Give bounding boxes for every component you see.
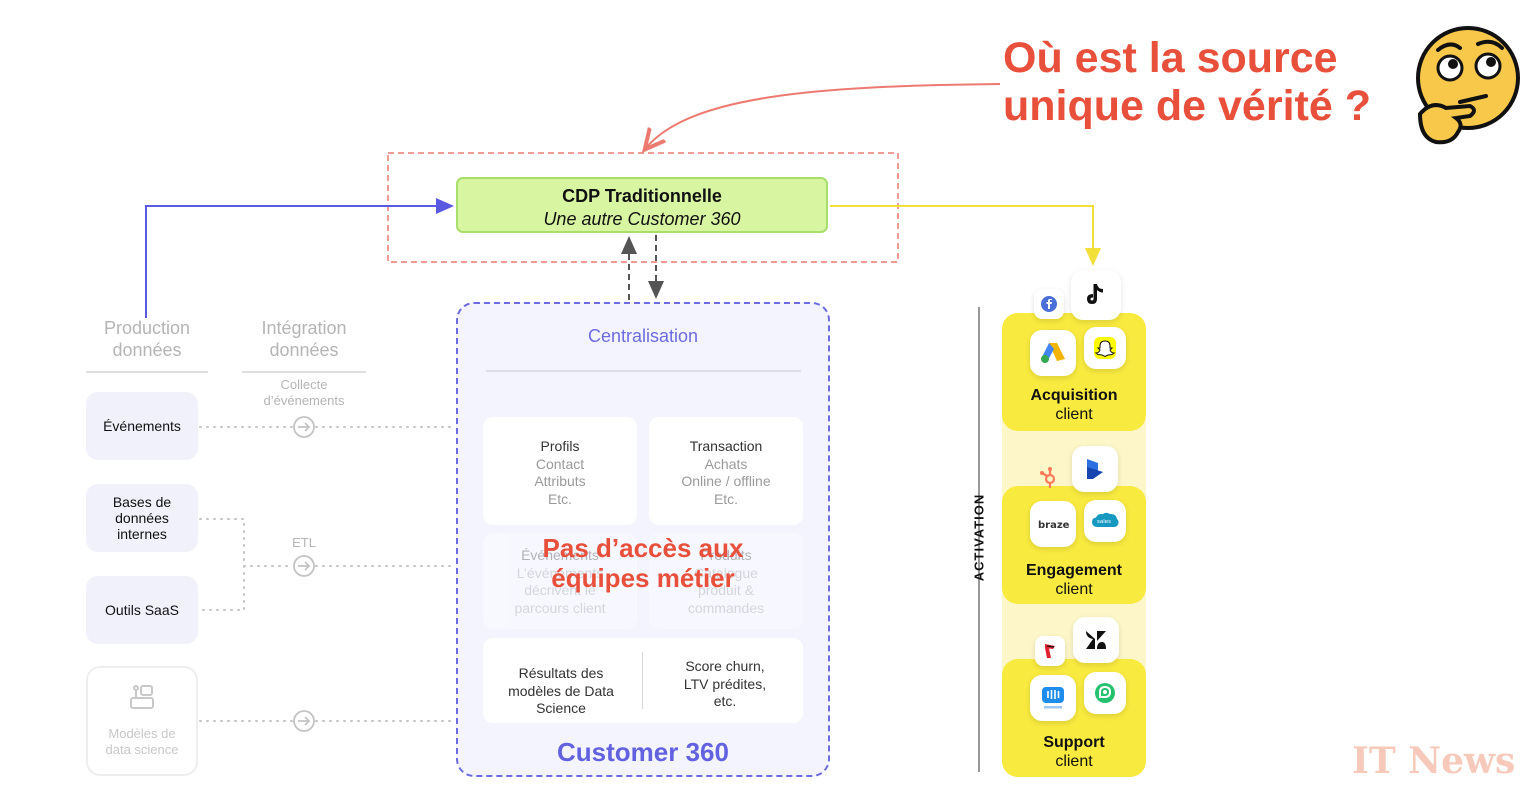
production-header: Production données <box>86 317 208 361</box>
production-header-line-1: Production <box>103 318 191 338</box>
thinking-face-icon <box>1416 26 1520 145</box>
models-arrow-icon <box>293 710 315 732</box>
braze-icon: braze <box>1030 501 1076 547</box>
question-line-2: unique de vérité ? <box>1003 82 1371 130</box>
engagement-line-1: Engagement <box>1025 562 1122 579</box>
source-bases-line-3: internes <box>117 526 167 542</box>
cdp-title: CDP Traditionnelle <box>562 186 722 206</box>
evenements-card-line-3: parcours client <box>514 599 606 616</box>
salesforce-icon: sales <box>1084 500 1126 542</box>
evenements-card-title: Événements <box>521 547 599 563</box>
scores-text: Score churn, LTV prédites, etc. <box>647 658 803 711</box>
profils-line-3: Etc. <box>547 490 573 507</box>
card-produits: Produits Catalogue produit & commandes <box>649 533 803 629</box>
produits-card-line-2: produit & <box>697 582 755 598</box>
etl-arrow-icon <box>293 555 315 577</box>
question-line-1: Où est la source <box>1003 34 1338 82</box>
source-outils-label: Outils SaaS <box>105 602 179 618</box>
integration-header-line-1: Intégration <box>261 318 347 338</box>
source-outils-saas: Outils SaaS <box>86 576 198 644</box>
question-arrow <box>646 83 1001 148</box>
produits-card-line-3: commandes <box>687 599 765 616</box>
profils-line-1: Contact <box>535 455 585 472</box>
svg-text:braze: braze <box>1038 520 1069 531</box>
source-evenements: Événements <box>86 392 198 460</box>
acquisition-block: Acquisition client <box>1002 313 1146 431</box>
activation-label: ACTIVATION <box>971 493 987 582</box>
source-modeles-line-1: Modèles de <box>108 726 176 741</box>
transaction-line-2: Online / offline <box>681 473 771 489</box>
source-evenements-label: Événements <box>103 418 181 434</box>
zendesk-icon <box>1073 617 1119 663</box>
dynamics-icon <box>1072 446 1118 492</box>
integration-header: Intégration données <box>242 317 366 361</box>
models-icon <box>130 685 154 709</box>
tiktok-icon <box>1071 270 1121 320</box>
it-news-watermark: IT News <box>1352 740 1516 782</box>
card-transaction: Transaction Achats Online / offline Etc. <box>649 417 803 525</box>
integration-header-line-2: données <box>269 340 339 360</box>
resultats-line-1: Résultats des <box>518 665 604 681</box>
support-line-2: client <box>1055 753 1093 770</box>
profils-line-2: Attributs <box>534 473 586 489</box>
engagement-block: Engagement client <box>1002 486 1146 604</box>
collecte-label: Collecte d’événements <box>242 377 366 409</box>
facebook-icon <box>1034 289 1064 319</box>
flywheel-icon <box>1035 636 1065 666</box>
freshdesk-icon <box>1084 672 1126 714</box>
profils-title: Profils <box>540 438 580 454</box>
card-divider <box>642 652 643 709</box>
scores-line-2: LTV prédites, <box>683 675 767 692</box>
collecte-line-2: d’événements <box>263 393 345 408</box>
resultats-line-2: modèles de Data <box>508 682 614 699</box>
transaction-title: Transaction <box>689 438 763 454</box>
scores-line-3: etc. <box>713 693 737 709</box>
card-profils: Profils Contact Attributs Etc. <box>483 417 637 525</box>
production-to-cdp-arrow <box>145 198 454 318</box>
transaction-line-1: Achats <box>704 455 748 472</box>
activation-label-wrap: ACTIVATION <box>964 470 994 610</box>
scores-line-1: Score churn, <box>685 658 765 674</box>
production-header-line-2: données <box>112 340 182 360</box>
support-line-1: Support <box>1043 734 1105 751</box>
resultats-line-3: Science <box>536 700 586 716</box>
engagement-line-2: client <box>1055 581 1093 598</box>
produits-card-title: Produits <box>700 547 752 563</box>
cdp-subtitle: Une autre Customer 360 <box>543 209 741 229</box>
source-bases-donnees: Bases de données internes <box>86 484 198 552</box>
snapchat-icon <box>1084 327 1126 369</box>
intercom-icon <box>1030 675 1076 721</box>
source-bases-line-1: Bases de <box>112 494 172 510</box>
produits-card-line-1: Catalogue <box>694 564 758 581</box>
cdp-highlight-box <box>387 152 899 263</box>
acquisition-line-1: Acquisition <box>1030 387 1118 404</box>
centralisation-divider <box>486 370 801 372</box>
card-resultats-scores: Résultats des modèles de Data Science Sc… <box>483 638 803 723</box>
question-title: Où est la source unique de vérité ? <box>1003 34 1371 130</box>
source-modeles-line-2: data science <box>105 742 179 757</box>
customer-360-title: Customer 360 <box>557 737 729 767</box>
source-modeles-data-science: Modèles de data science <box>86 666 198 776</box>
collecte-line-1: Collecte <box>280 377 328 392</box>
evenements-card-line-1: L’événements <box>516 564 604 581</box>
svg-text:sales: sales <box>1097 519 1111 525</box>
cdp-to-activation-arrow <box>830 205 1101 266</box>
warning-line-1: Pas d’accès aux <box>542 533 744 563</box>
resultats-text: Résultats des modèles de Data Science <box>483 665 639 718</box>
collect-arrow-icon <box>293 416 315 438</box>
transaction-line-3: Etc. <box>713 490 739 507</box>
warning-line-2: équipes métier <box>551 563 735 593</box>
pas-acces-warning: Pas d’accès aux équipes métier <box>456 533 830 593</box>
evenements-card-line-2: décrivent le <box>524 582 596 598</box>
google-ads-icon <box>1030 330 1076 376</box>
cdp-traditionnelle-box: CDP Traditionnelle Une autre Customer 36… <box>456 177 828 233</box>
source-bases-line-2: données <box>115 510 169 526</box>
centralisation-label: Centralisation <box>587 326 699 346</box>
etl-label: ETL <box>292 535 316 550</box>
card-evenements: Événements L’événements décrivent le par… <box>483 533 637 629</box>
support-block: Support client <box>1002 659 1146 777</box>
acquisition-line-2: client <box>1055 406 1093 423</box>
hubspot-icon <box>1037 465 1063 491</box>
